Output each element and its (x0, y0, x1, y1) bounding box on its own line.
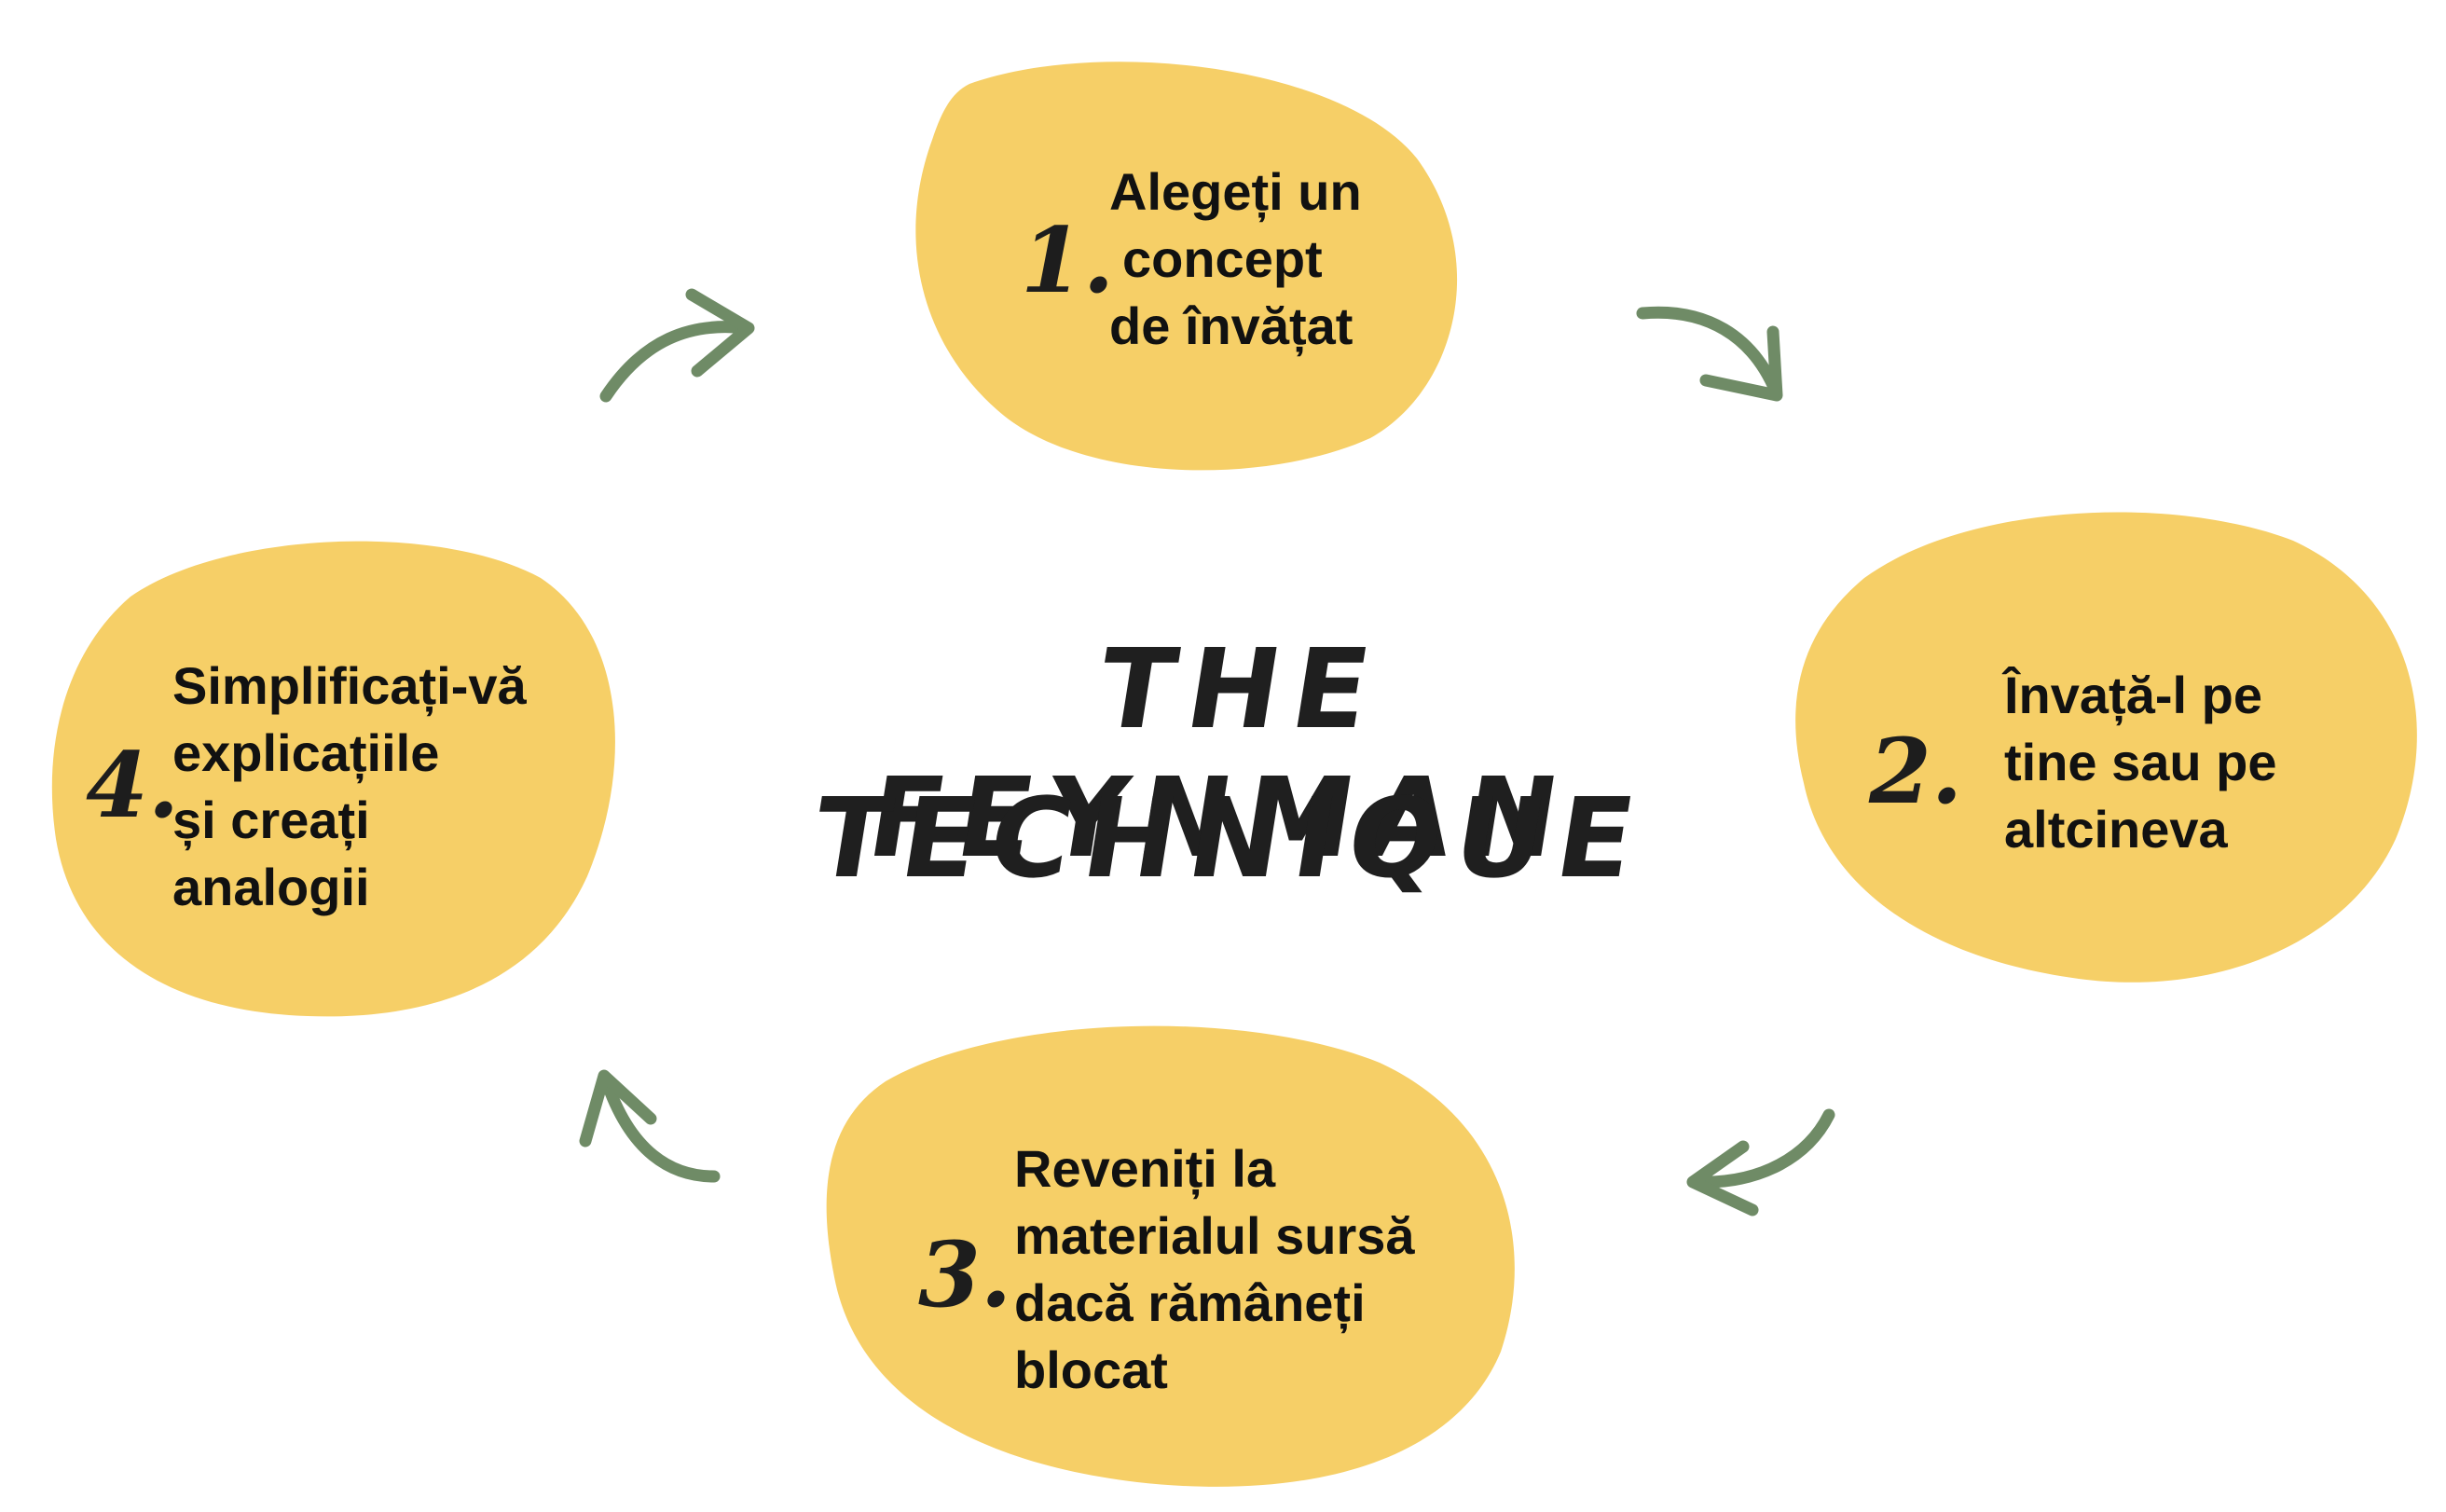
step-2-line-3: altcineva (2004, 800, 2228, 859)
arrow-step3-to-step4-icon (579, 1069, 721, 1183)
step-4-line-1: Simplificați-vă (172, 656, 527, 715)
step-3-text: Reveniți la materialul sursă dacă rămâne… (1014, 1135, 1415, 1404)
step-2-number: 2. (1869, 719, 1963, 824)
step-4-line-2: explicațiile (172, 723, 440, 782)
step-2-text: Învață-l pe tine sau pe altcineva (2004, 662, 2277, 863)
step-2-blob (1795, 512, 2417, 983)
step-3-line-4: blocat (1014, 1340, 1168, 1399)
arrow-step1-to-step2-icon (1636, 306, 1783, 402)
step-1-line-2: concept (1122, 229, 1323, 288)
step-4-number: 4. (86, 733, 180, 838)
arrow-step2-to-step3-icon (1686, 1108, 1835, 1216)
step-4-line-3: și creați (172, 790, 370, 849)
step-4-blob (51, 541, 615, 1017)
step-3-number: 3. (918, 1222, 1012, 1327)
step-1-line-3: de învățat (1109, 296, 1354, 355)
arrow-step4-to-step1-icon (599, 288, 755, 403)
step-2-line-1: Învață-l pe (2004, 666, 2262, 724)
step-4-text: Simplificați-vă explicațiile și creați a… (172, 653, 527, 921)
step-3-line-2: materialul sursă (1014, 1206, 1415, 1265)
step-3-blob (826, 1025, 1515, 1487)
step-3-line-3: dacă rămâneți (1014, 1273, 1366, 1332)
step-1-text: Alegeți un concept de învățat (1109, 158, 1362, 360)
step-1-number: 1. (1021, 208, 1115, 313)
step-2-line-2: tine sau pe (2004, 733, 2277, 791)
step-4-line-4: analogii (172, 858, 370, 916)
title-line-2: TECHNIQUE (804, 774, 1656, 902)
step-3-line-1: Reveniți la (1014, 1139, 1276, 1198)
step-1-line-1: Alegeți un (1109, 162, 1362, 221)
step-1-blob (915, 62, 1458, 471)
